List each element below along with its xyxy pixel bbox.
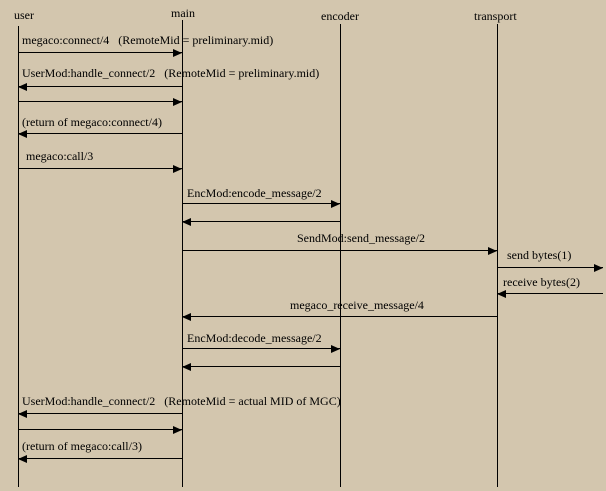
message-label-decode-message: EncMod:decode_message/2 — [187, 331, 322, 345]
arrowhead-left-icon — [18, 410, 27, 418]
message-line-handle-connect-return — [18, 101, 182, 102]
message-line-encode-message — [182, 203, 340, 204]
message-label-return-of-call: (return of megaco:call/3) — [22, 439, 142, 453]
message-line-decode-message-return — [182, 366, 340, 367]
arrowhead-right-icon — [173, 426, 182, 434]
message-label-handle-connect-actual: UserMod:handle_connect/2 (RemoteMid = ac… — [22, 394, 341, 408]
arrowhead-left-icon — [18, 455, 27, 463]
arrowhead-left-icon — [18, 83, 27, 91]
message-line-receive-bytes — [497, 293, 603, 294]
lifeline-main — [182, 20, 183, 487]
message-line-send-message — [182, 250, 497, 251]
message-label-handle-connect-preliminary: UserMod:handle_connect/2 (RemoteMid = pr… — [22, 66, 320, 80]
message-label-encode-message: EncMod:encode_message/2 — [187, 186, 322, 200]
message-line-decode-message — [182, 348, 340, 349]
arrowhead-right-icon — [173, 98, 182, 106]
message-label-receive-bytes: receive bytes(2) — [503, 275, 580, 289]
arrowhead-right-icon — [331, 345, 340, 353]
message-label-return-of-connect: (return of megaco:connect/4) — [22, 115, 162, 129]
message-label-megaco-call: megaco:call/3 — [26, 149, 94, 163]
arrowhead-left-icon — [182, 363, 191, 371]
message-line-send-bytes — [497, 267, 603, 268]
lifeline-label-encoder: encoder — [321, 9, 359, 23]
lifeline-label-user: user — [14, 8, 34, 22]
message-label-send-bytes: send bytes(1) — [507, 248, 572, 262]
arrowhead-left-icon — [18, 130, 27, 138]
lifeline-transport — [497, 24, 498, 487]
message-line-megaco-receive-message — [182, 316, 497, 317]
message-line-return-of-connect — [18, 133, 182, 134]
lifeline-label-transport: transport — [474, 9, 517, 23]
arrowhead-right-icon — [173, 165, 182, 173]
message-line-handle-connect-actual — [18, 413, 182, 414]
lifeline-user — [18, 26, 19, 487]
arrowhead-right-icon — [173, 49, 182, 57]
message-line-return-of-call — [18, 458, 182, 459]
message-line-megaco-connect — [18, 52, 182, 53]
message-label-megaco-receive-message: megaco_receive_message/4 — [290, 298, 424, 312]
message-line-encode-message-return — [182, 221, 340, 222]
lifeline-encoder — [340, 24, 341, 487]
message-line-megaco-call — [18, 168, 182, 169]
message-line-handle-connect-preliminary — [18, 86, 182, 87]
arrowhead-right-icon — [488, 247, 497, 255]
arrowhead-left-icon — [497, 290, 506, 298]
message-line-handle-connect-actual-return — [18, 429, 182, 430]
message-label-send-message: SendMod:send_message/2 — [297, 231, 425, 245]
lifeline-label-main: main — [171, 6, 195, 20]
arrowhead-left-icon — [182, 218, 191, 226]
arrowhead-right-icon — [594, 264, 603, 272]
message-label-megaco-connect: megaco:connect/4 (RemoteMid = preliminar… — [22, 33, 274, 47]
arrowhead-left-icon — [182, 313, 191, 321]
arrowhead-right-icon — [331, 200, 340, 208]
